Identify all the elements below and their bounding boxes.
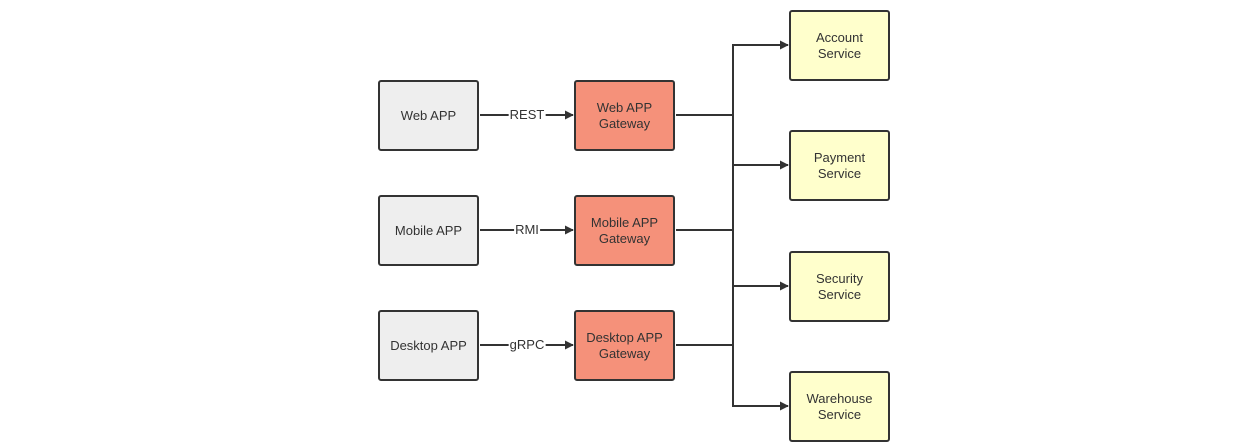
account-service-node[interactable]: Account Service <box>789 10 890 81</box>
protocol-label-rest: REST <box>508 107 546 123</box>
mobile-app-node[interactable]: Mobile APP <box>378 195 479 266</box>
web-app-node[interactable]: Web APP <box>378 80 479 151</box>
mobile-app-gateway-node[interactable]: Mobile APP Gateway <box>574 195 675 266</box>
protocol-label-rmi: RMI <box>514 222 540 238</box>
warehouse-service-node[interactable]: Warehouse Service <box>789 371 890 442</box>
desktop-app-gateway-node[interactable]: Desktop APP Gateway <box>574 310 675 381</box>
protocol-label-grpc: gRPC <box>508 337 546 353</box>
payment-service-node[interactable]: Payment Service <box>789 130 890 201</box>
desktop-app-node[interactable]: Desktop APP <box>378 310 479 381</box>
web-app-gateway-node[interactable]: Web APP Gateway <box>574 80 675 151</box>
security-service-node[interactable]: Security Service <box>789 251 890 322</box>
